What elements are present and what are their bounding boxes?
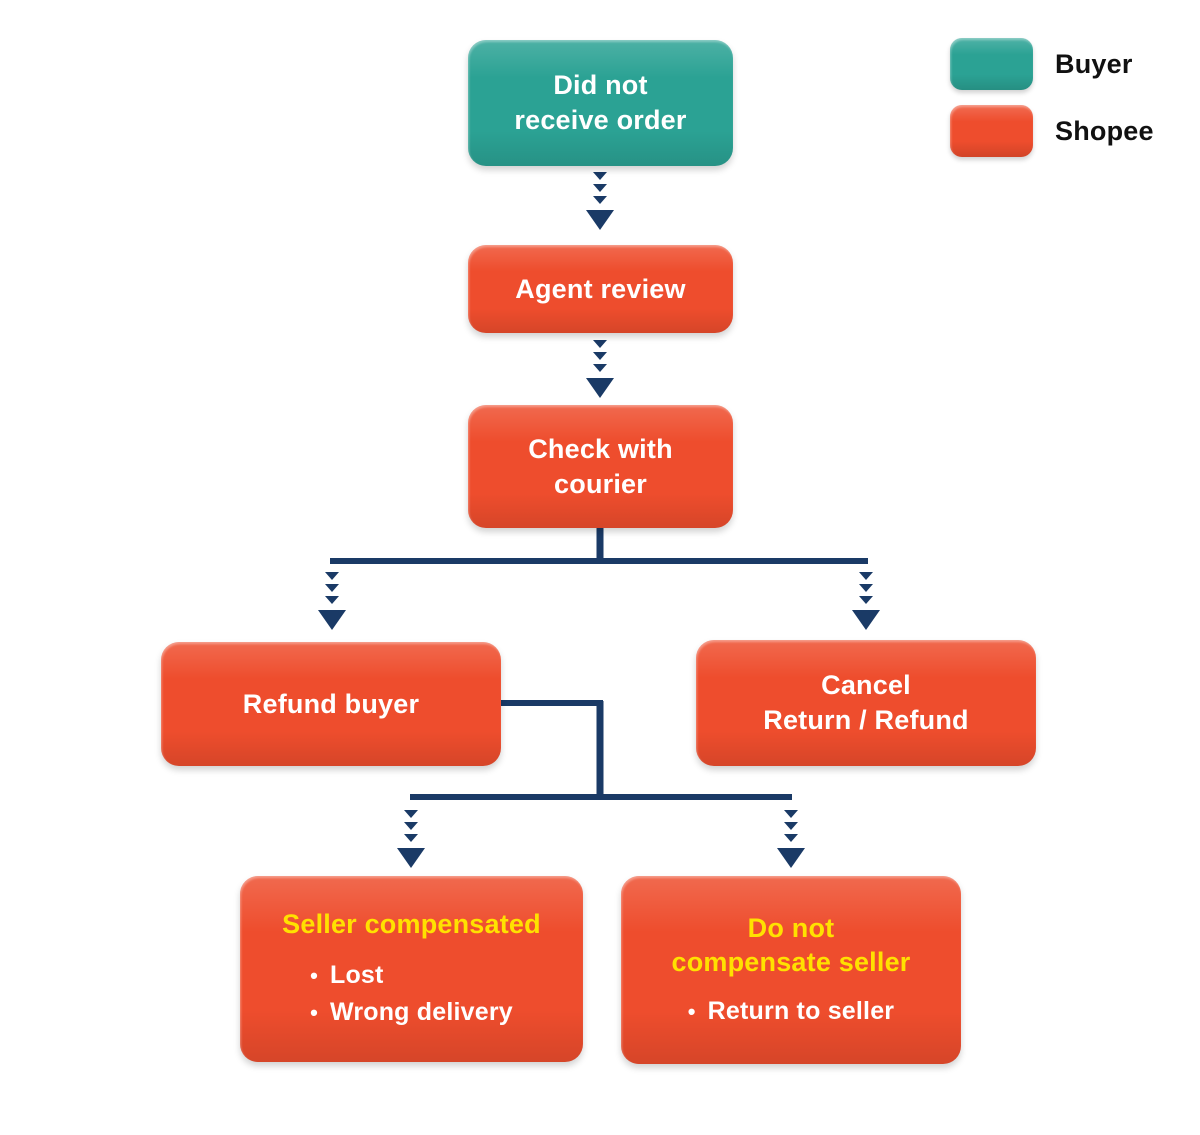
bullet-item: • Wrong delivery: [310, 994, 513, 1031]
bullet-list: • Lost • Wrong delivery: [310, 957, 513, 1031]
bullet-item: • Return to seller: [688, 993, 894, 1030]
arrow-to-do-not-compensate: [777, 810, 805, 868]
node-title: Do not compensate seller: [671, 911, 910, 979]
legend-swatch-shopee: [950, 105, 1033, 157]
node-label-line: Cancel: [821, 670, 911, 700]
bullet-text: Wrong delivery: [329, 998, 513, 1026]
bullet-item: • Lost: [310, 957, 383, 994]
node-refund-buyer: Refund buyer: [161, 642, 501, 766]
legend-item-buyer: Buyer: [950, 38, 1154, 90]
node-label-line: Did not: [553, 70, 648, 100]
node-label-line: Return / Refund: [763, 705, 969, 735]
bullet-list: • Return to seller: [688, 993, 894, 1030]
arrow-agent-to-check: [586, 340, 614, 398]
node-did-not-receive-order: Did not receive order: [468, 40, 733, 166]
arrow-to-seller-compensated: [397, 810, 425, 868]
legend: Buyer Shopee: [950, 38, 1154, 157]
legend-swatch-buyer: [950, 38, 1033, 90]
node-check-with-courier: Check with courier: [468, 405, 733, 528]
bullet-icon: •: [310, 1000, 318, 1025]
node-seller-compensated: Seller compensated • Lost • Wrong delive…: [240, 876, 583, 1062]
bullet-text: Lost: [329, 961, 384, 989]
node-label-line: Check with: [528, 433, 673, 464]
node-label: Agent review: [515, 273, 686, 304]
node-title-line: compensate seller: [671, 946, 911, 977]
bullet-icon: •: [687, 998, 696, 1024]
legend-item-shopee: Shopee: [950, 105, 1154, 157]
node-title: Seller compensated: [282, 909, 541, 939]
arrow-start-to-agent: [586, 172, 614, 230]
node-label-line: courier: [554, 468, 647, 499]
legend-label-shopee: Shopee: [1055, 115, 1154, 146]
node-title-line: Do not: [747, 912, 835, 943]
node-label-line: receive order: [514, 105, 687, 135]
arrow-branch-to-cancel: [852, 572, 880, 630]
bullet-text: Return to seller: [707, 996, 895, 1025]
legend-label-buyer: Buyer: [1055, 48, 1133, 79]
node-cancel-return-refund: Cancel Return / Refund: [696, 640, 1036, 766]
bullet-icon: •: [310, 963, 318, 988]
node-label: Refund buyer: [242, 688, 420, 719]
arrow-branch-to-refund: [318, 572, 346, 630]
node-agent-review: Agent review: [468, 245, 733, 333]
node-do-not-compensate-seller: Do not compensate seller • Return to sel…: [621, 876, 961, 1064]
